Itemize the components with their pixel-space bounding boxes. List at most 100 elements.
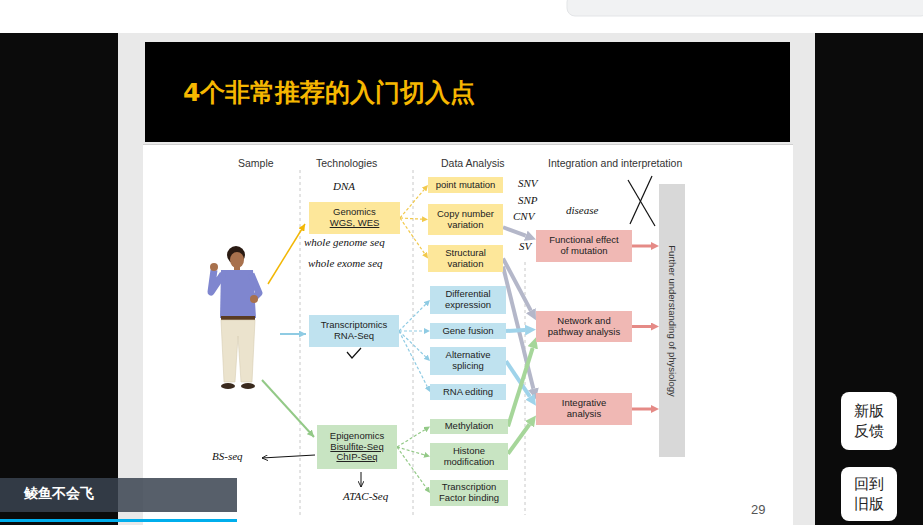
connector	[399, 330, 424, 331]
connector	[399, 304, 426, 331]
analysis-box: RNA editing	[430, 384, 506, 400]
person-trousers	[221, 320, 255, 382]
node-text: Transcription Factor binding	[433, 482, 505, 504]
node-text: Bisulfite-Seq ChIP-Seq	[320, 442, 394, 464]
node-text: Copy number variation	[431, 209, 500, 231]
connector	[400, 218, 422, 219]
connector	[399, 331, 427, 387]
analysis-box: Structural variation	[428, 245, 503, 272]
node-text: 新版 反馈	[845, 401, 893, 442]
node-text: Histone modification	[433, 446, 505, 468]
technology-box: TranscriptomicsRNA-Seq	[309, 315, 399, 347]
person-arm	[211, 270, 223, 292]
search-box	[567, 0, 923, 16]
column-divider	[300, 170, 301, 515]
slide-body	[143, 145, 793, 525]
analysis-box: Alternative splicing	[430, 347, 506, 375]
connector	[400, 218, 425, 254]
sample-arrow	[262, 380, 314, 437]
node-text: Integrative analysis	[553, 398, 615, 420]
analysis-box: point mutation	[428, 177, 503, 193]
handwritten-note: SNV	[518, 177, 538, 190]
node-text: RNA-Seq	[334, 331, 374, 342]
node-text: Structural variation	[431, 248, 500, 270]
handwritten-note: whole exome seq	[308, 257, 383, 270]
column-header: Sample	[238, 157, 274, 169]
analysis-box: Gene fusion	[430, 323, 506, 339]
person-shoe	[221, 383, 235, 389]
slide-frame	[118, 33, 815, 525]
cross-mark	[630, 176, 652, 224]
node-text: Gene fusion	[442, 326, 493, 337]
node-text: point mutation	[436, 180, 496, 191]
connector	[508, 424, 530, 454]
handwritten-note: BS-seq	[212, 450, 243, 463]
node-text: Epigenomics	[330, 431, 384, 442]
analysis-box: Differential expression	[430, 286, 506, 314]
side-button: 新版 反馈	[841, 392, 897, 450]
connector	[632, 245, 651, 248]
connector	[506, 328, 525, 333]
page-number: 29	[751, 503, 765, 518]
connector	[503, 267, 533, 389]
node-text: Functional effect of mutation	[544, 235, 624, 257]
person-shoe	[241, 383, 255, 389]
node-text: Further understanding of physiology	[667, 245, 678, 397]
handwritten-note: SNP	[518, 194, 538, 207]
sample-arrow	[280, 333, 306, 335]
analysis-box: Histone modification	[430, 443, 508, 470]
handwritten-note: disease	[566, 204, 598, 217]
watermark: 鲮鱼不会飞	[24, 485, 94, 501]
technology-box: EpigenomicsBisulfite-Seq ChIP-Seq	[317, 425, 397, 469]
node-text: RNA editing	[443, 387, 493, 398]
person-hand	[210, 263, 218, 271]
node-text: Genomics	[333, 207, 376, 218]
handwritten-note: whole genome seq	[304, 236, 385, 249]
connector	[399, 331, 426, 357]
connector	[400, 190, 424, 218]
check-mark	[347, 348, 361, 358]
hand-arrow	[262, 455, 315, 458]
sample-arrow	[268, 224, 305, 284]
integration-box: Functional effect of mutation	[536, 230, 632, 262]
progress-bar	[0, 519, 237, 522]
node-text: WGS, WES	[330, 218, 380, 229]
page-title: 4个非常推荐的入门切入点	[183, 78, 475, 108]
rule	[143, 144, 793, 145]
node-text: Methylation	[445, 421, 494, 432]
handwritten-note: DNA	[333, 180, 355, 193]
summary-bar: Further understanding of physiology	[659, 184, 685, 457]
node-text: Alternative splicing	[433, 350, 503, 372]
person-hand	[250, 295, 258, 303]
integration-box: Network and pathway analysis	[536, 311, 632, 342]
connector	[503, 227, 526, 235]
column-header: Technologies	[316, 157, 377, 169]
analysis-box: Transcription Factor binding	[430, 480, 508, 506]
analysis-box: Methylation	[430, 419, 508, 434]
watermark-band	[0, 478, 237, 512]
node-text: Transcriptomics	[321, 320, 388, 331]
node-text: 回到 旧版	[845, 474, 893, 515]
handwritten-note: CNV	[513, 210, 534, 223]
hand-arrow	[361, 472, 362, 487]
person-face	[230, 252, 244, 268]
person-belt	[221, 316, 255, 320]
connector	[397, 447, 427, 488]
connector	[632, 325, 651, 328]
node-text: Differential expression	[433, 289, 503, 311]
column-divider	[413, 170, 414, 515]
handwritten-note: SV	[519, 240, 531, 253]
technology-box: GenomicsWGS, WES	[309, 202, 400, 234]
connector	[632, 408, 651, 411]
handwritten-note: ATAC-Seq	[343, 490, 388, 503]
integration-box: Integrative analysis	[536, 393, 632, 425]
title-band	[145, 42, 790, 142]
node-text: Network and pathway analysis	[545, 316, 623, 338]
column-header: Data Analysis	[441, 157, 505, 169]
connector	[397, 430, 425, 447]
analysis-box: Copy number variation	[428, 204, 503, 235]
connector	[508, 348, 533, 427]
column-header: Integration and interpretation	[548, 157, 682, 169]
side-button: 回到 旧版	[841, 467, 897, 521]
